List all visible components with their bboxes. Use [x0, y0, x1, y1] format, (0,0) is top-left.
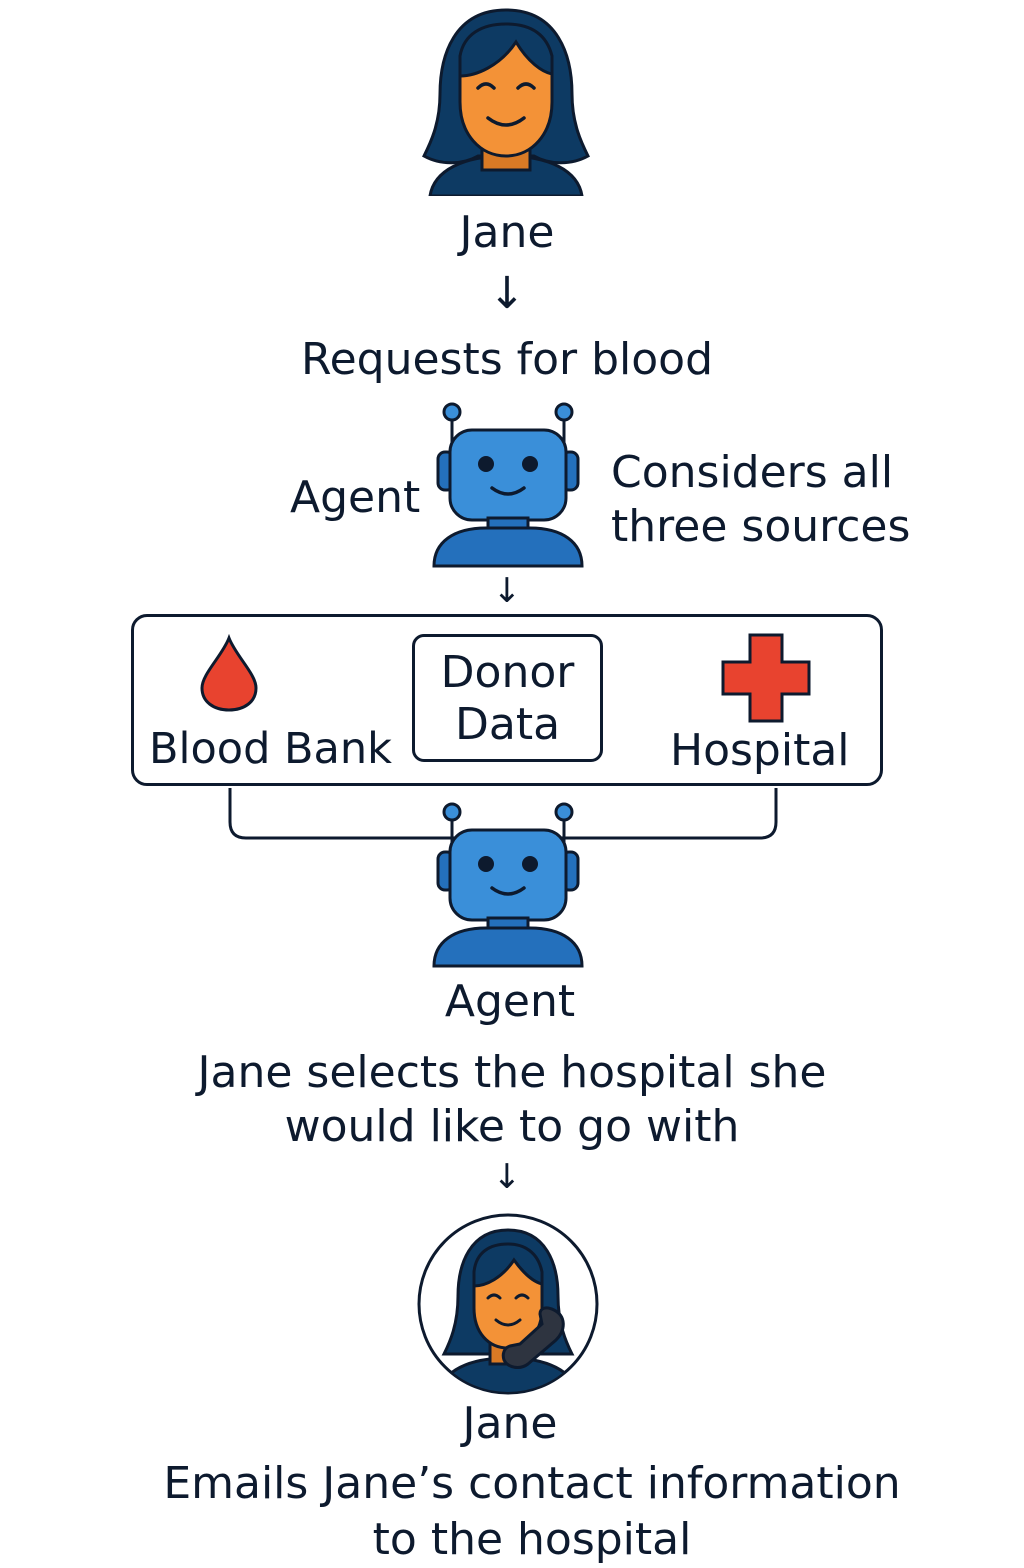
jane-bottom-label: Jane	[462, 1398, 558, 1449]
blood-drop-icon	[200, 634, 258, 712]
donor-data-label: Donor Data	[440, 647, 575, 750]
robot-icon	[432, 802, 584, 968]
robot-icon	[432, 402, 584, 568]
step-select-label: Jane selects the hospital she would like…	[197, 1047, 827, 1152]
woman-avatar-icon	[422, 8, 590, 196]
blood-bank-label: Blood Bank	[149, 724, 393, 774]
donor-data-box: Donor Data	[412, 634, 603, 762]
arrow-down-3: ↓	[492, 1157, 522, 1197]
hospital-label: Hospital	[670, 725, 850, 776]
arrow-down-2: ↓	[492, 571, 522, 611]
step-request-label: Requests for blood	[300, 334, 714, 385]
woman-phone-avatar-icon	[417, 1213, 599, 1395]
red-cross-icon	[721, 633, 811, 723]
agent-top-note: Considers all three sources	[611, 447, 911, 552]
arrow-down-1: ↓	[488, 268, 526, 319]
step-email-label: Emails Jane’s contact information to the…	[163, 1458, 901, 1565]
jane-top-label: Jane	[459, 207, 555, 258]
agent-top-label: Agent	[290, 472, 421, 523]
agent-bottom-label: Agent	[444, 976, 576, 1027]
